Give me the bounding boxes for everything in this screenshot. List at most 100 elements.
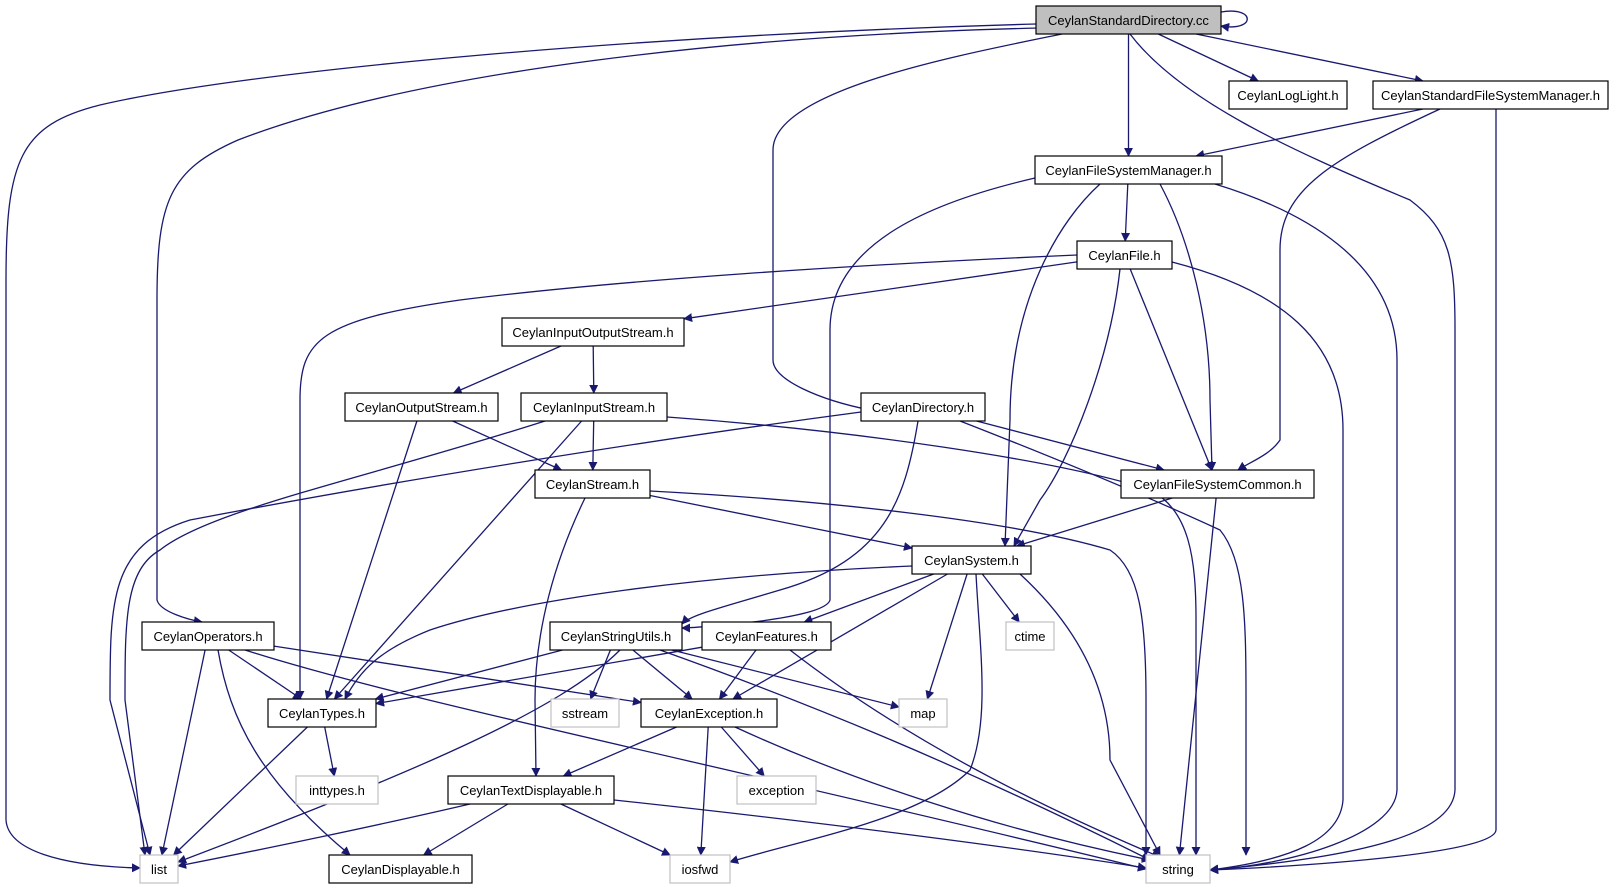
node-label: CeylanDirectory.h	[872, 400, 974, 415]
edge-dir-to-fscommon	[976, 420, 1165, 473]
node-box	[344, 392, 499, 422]
edge-file-to-fscommon	[1129, 268, 1213, 471]
edge-fsm-to-file	[1121, 183, 1131, 242]
edge-system-to-map	[925, 573, 968, 700]
edge-textdisp-to-displayable	[422, 803, 509, 856]
node-fscommon[interactable]: CeylanFileSystemCommon.h	[1120, 469, 1315, 499]
node-box	[520, 392, 668, 422]
edge-file-to-types	[295, 254, 1078, 700]
node-textdisp[interactable]: CeylanTextDisplayable.h	[447, 775, 615, 805]
node-ops[interactable]: CeylanOperators.h	[141, 621, 275, 651]
node-sfsm[interactable]: CeylanStandardFileSystemManager.h	[1372, 80, 1609, 110]
edge-file-to-string	[1171, 261, 1344, 874]
node-root[interactable]: CeylanStandardDirectory.cc	[1035, 5, 1222, 35]
edge-exception_h-to-textdisp	[562, 726, 677, 777]
node-box	[549, 621, 683, 651]
node-label: CeylanOperators.h	[153, 629, 262, 644]
edge-sfsm-to-fscommon	[1237, 108, 1441, 471]
edge-system-to-string	[1019, 573, 1161, 856]
node-label: CeylanSystem.h	[924, 553, 1019, 568]
node-ostream[interactable]: CeylanOutputStream.h	[344, 392, 499, 422]
node-box	[669, 854, 731, 884]
edge-stream-to-system	[649, 494, 913, 551]
node-box	[534, 469, 651, 499]
edge-istream-to-stream	[588, 420, 598, 471]
edge-root-to-ops	[156, 27, 1041, 626]
edge-system-to-types	[344, 565, 913, 700]
node-exception_h[interactable]: CeylanException.h	[640, 698, 778, 728]
node-system[interactable]: CeylanSystem.h	[911, 545, 1032, 575]
node-ctime: ctime	[1005, 621, 1055, 651]
node-label: sstream	[562, 706, 608, 721]
edge-ostream-to-types	[324, 420, 418, 700]
node-strutils[interactable]: CeylanStringUtils.h	[549, 621, 683, 651]
node-label: iosfwd	[682, 862, 719, 877]
edge-dir-to-string	[959, 420, 1251, 856]
node-label: CeylanDisplayable.h	[341, 862, 460, 877]
edge-system-to-ctime	[981, 573, 1020, 623]
edge-exception_h-to-iosfwd	[696, 726, 709, 856]
node-file[interactable]: CeylanFile.h	[1076, 240, 1173, 270]
edge-textdisp-to-string	[613, 799, 1147, 872]
edge-ops-to-string	[244, 649, 1147, 872]
edge-exception_h-to-string	[734, 726, 1151, 863]
edge-istream-to-list	[124, 420, 546, 856]
edge-root-to-dir	[772, 33, 1063, 413]
node-label: CeylanInputOutputStream.h	[512, 325, 673, 340]
edge-stream-to-string	[649, 490, 1151, 856]
node-dir[interactable]: CeylanDirectory.h	[860, 392, 986, 422]
edge-file-to-ios	[683, 261, 1078, 323]
edge-strutils-to-types	[374, 649, 563, 702]
node-box	[898, 698, 948, 728]
edge-root-to-root	[1220, 10, 1248, 32]
node-label: CeylanInputStream.h	[533, 400, 655, 415]
node-map: map	[898, 698, 948, 728]
node-displayable[interactable]: CeylanDisplayable.h	[328, 854, 473, 884]
node-label: CeylanOutputStream.h	[355, 400, 487, 415]
node-label: ctime	[1014, 629, 1045, 644]
edge-fscommon-to-system	[1015, 497, 1173, 548]
node-box	[267, 698, 377, 728]
node-types[interactable]: CeylanTypes.h	[267, 698, 377, 728]
edge-features-to-exception_h	[718, 649, 757, 700]
node-label: CeylanException.h	[655, 706, 763, 721]
edge-istream-to-string	[666, 416, 1201, 856]
edge-dir-to-list	[109, 411, 862, 856]
edge-textdisp-to-list	[177, 803, 471, 869]
node-box	[1145, 854, 1211, 884]
node-box	[447, 775, 615, 805]
node-box	[1228, 80, 1348, 110]
node-istream[interactable]: CeylanInputStream.h	[520, 392, 668, 422]
node-label: CeylanStream.h	[546, 477, 639, 492]
node-label: CeylanStandardFileSystemManager.h	[1381, 88, 1600, 103]
edge-root-to-list	[5, 23, 1037, 873]
edge-istream-to-types	[333, 420, 583, 700]
node-box	[550, 698, 620, 728]
edge-root-to-loglight	[1158, 33, 1260, 82]
node-features[interactable]: CeylanFeatures.h	[701, 621, 832, 651]
nodes-layer: CeylanStandardDirectory.ccCeylanLogLight…	[139, 5, 1609, 884]
node-box	[295, 775, 379, 805]
node-box	[328, 854, 473, 884]
node-label: string	[1162, 862, 1194, 877]
edge-strutils-to-list	[177, 649, 621, 864]
node-label: map	[910, 706, 935, 721]
node-box	[1372, 80, 1609, 110]
edge-dir-to-strutils	[681, 420, 919, 625]
node-string: string	[1145, 854, 1211, 884]
node-ios[interactable]: CeylanInputOutputStream.h	[501, 317, 685, 347]
node-label: CeylanFeatures.h	[715, 629, 818, 644]
node-box	[1035, 5, 1222, 35]
node-box	[860, 392, 986, 422]
edge-sfsm-to-fsm	[1195, 108, 1424, 159]
edge-ops-to-types	[228, 649, 303, 700]
node-box	[736, 775, 817, 805]
edge-fsm-to-system	[1000, 183, 1101, 547]
node-loglight[interactable]: CeylanLogLight.h	[1228, 80, 1348, 110]
node-fsm[interactable]: CeylanFileSystemManager.h	[1034, 155, 1223, 185]
node-box	[640, 698, 778, 728]
node-stream[interactable]: CeylanStream.h	[534, 469, 651, 499]
edge-system-to-iosfwd	[729, 573, 983, 864]
node-label: CeylanLogLight.h	[1237, 88, 1338, 103]
edge-ostream-to-stream	[452, 420, 563, 471]
